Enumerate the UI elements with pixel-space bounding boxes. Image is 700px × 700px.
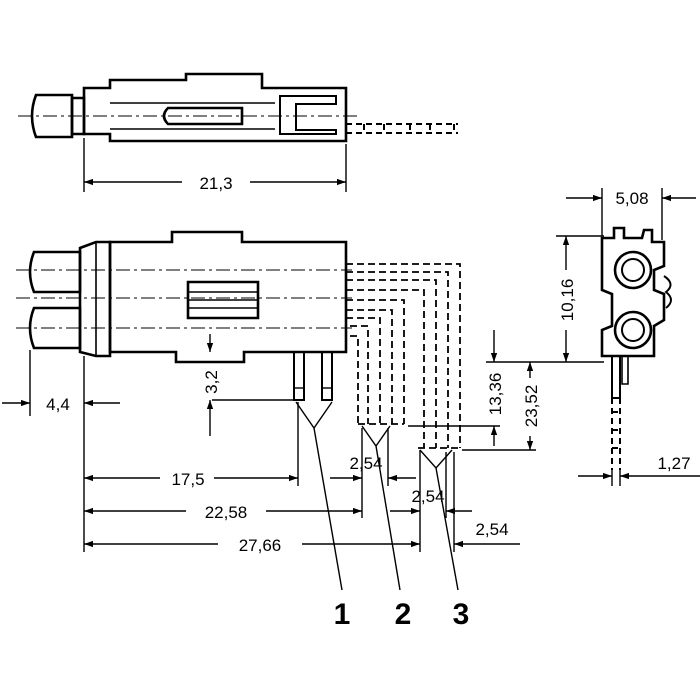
dim-end-pin-pitch-label: 1,27 [657,454,690,473]
dim-pin1-pos-label: 17,5 [171,470,204,489]
dim-pitch-a-label: 2,54 [349,454,382,473]
end-view [600,226,672,399]
dim-end-height-label: 10,16 [558,279,577,322]
dim-end-width-label: 5,08 [615,189,648,208]
pin1-leader [295,401,343,591]
dim-pin-stub-label: 3,2 [202,370,221,394]
dim-pin3-pos-label: 27,66 [239,536,282,555]
side-view [16,230,352,401]
side-view-dimensions [2,330,604,552]
dim-top-length [83,138,347,192]
dim-left-offset-label: 4,4 [46,395,70,414]
end-view-pins [611,398,621,470]
dim-pitch-c-label: 2,54 [475,520,508,539]
dim-long-pin-label: 23,52 [522,385,541,428]
callout-pin-2: 2 [395,598,412,631]
dim-short-pin-label: 13,36 [486,373,505,416]
pin3-leader [419,449,459,591]
top-view [18,72,458,143]
pin2-leader [361,425,401,591]
dim-pitch-b-label: 2,54 [411,487,444,506]
dim-top-length-label: 21,3 [199,174,232,193]
end-view-dimensions [556,188,700,486]
side-view-alt-pins [346,263,461,449]
callout-pin-1: 1 [334,598,351,631]
dim-pin2-pos-label: 22,58 [205,503,248,522]
callout-pin-3: 3 [453,598,470,631]
